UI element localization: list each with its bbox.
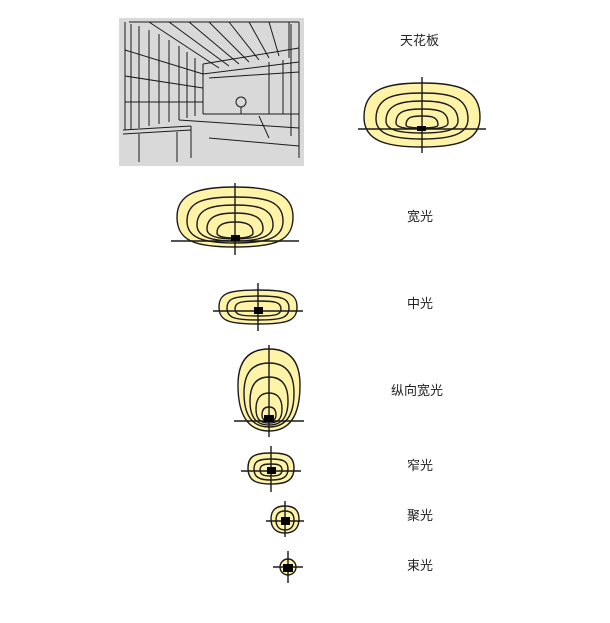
spot-distribution-icon [266,501,304,537]
vertical-wide-distribution-icon [234,345,304,437]
label-wide: 宽光 [407,210,434,225]
narrow-distribution-icon [241,446,301,492]
wide-distribution-icon [171,183,299,255]
label-narrow: 窄光 [407,459,434,474]
label-medium: 中光 [407,297,434,312]
ceiling-room-sketch [119,18,304,166]
beam-distribution-icon [273,551,303,583]
ceiling-distribution-icon [358,77,486,153]
label-spot: 聚光 [407,509,434,524]
label-beam: 束光 [407,559,434,574]
label-ceiling: 天花板 [400,34,440,49]
medium-distribution-icon [213,283,303,331]
label-vertical-wide: 纵向宽光 [391,384,444,399]
